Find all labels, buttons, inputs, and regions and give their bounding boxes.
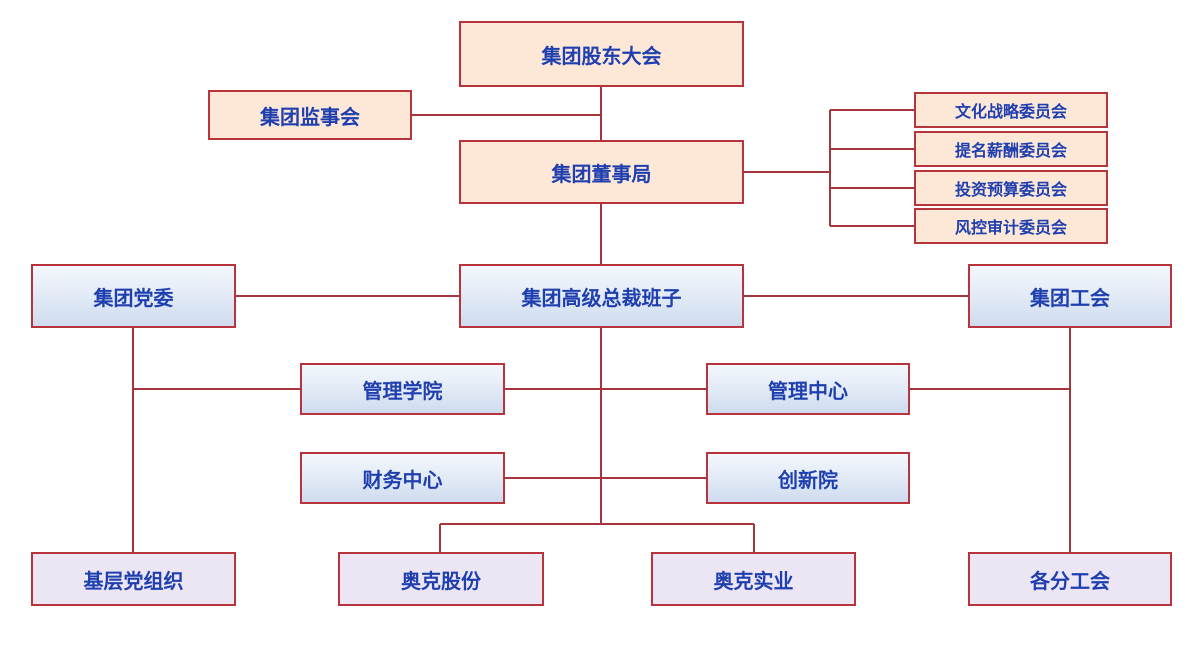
node-president-office: 集团高级总裁班子 (459, 264, 744, 328)
node-supervisors: 集团监事会 (208, 90, 412, 140)
node-committee-risk: 风控审计委员会 (914, 208, 1108, 244)
node-aoke-industry: 奥克实业 (651, 552, 856, 606)
node-party: 集团党委 (31, 264, 236, 328)
node-finance-center: 财务中心 (300, 452, 505, 504)
node-shareholders: 集团股东大会 (459, 21, 744, 87)
node-grassroots-party: 基层党组织 (31, 552, 236, 606)
node-mgmt-center: 管理中心 (706, 363, 910, 415)
node-academy: 管理学院 (300, 363, 505, 415)
node-committee-nomination: 提名薪酬委员会 (914, 131, 1108, 167)
node-committee-culture: 文化战略委员会 (914, 92, 1108, 128)
node-union: 集团工会 (968, 264, 1172, 328)
node-committee-investment: 投资预算委员会 (914, 170, 1108, 206)
node-board: 集团董事局 (459, 140, 744, 204)
node-branch-unions: 各分工会 (968, 552, 1172, 606)
node-aoke-shares: 奥克股份 (338, 552, 544, 606)
node-innovation: 创新院 (706, 452, 910, 504)
